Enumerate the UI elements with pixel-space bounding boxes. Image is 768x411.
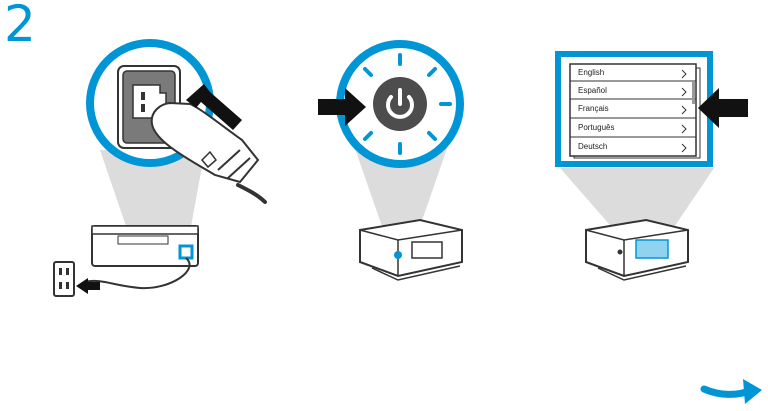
printer-front-view: [585, 218, 689, 281]
printer-back-view: [91, 225, 199, 267]
language-item[interactable]: Deutsch: [578, 142, 687, 153]
language-label: Español: [578, 86, 607, 95]
language-item-selected[interactable]: Français: [570, 104, 696, 119]
power-icon: [373, 77, 427, 131]
language-label: Português: [578, 123, 614, 132]
push-arrow-icon: [186, 84, 242, 130]
language-item[interactable]: English: [570, 68, 696, 82]
outlet-arrow-icon: [76, 278, 100, 294]
magnifier-cone: [352, 140, 450, 255]
language-label: Deutsch: [578, 142, 607, 151]
panel-power-on: [318, 40, 464, 281]
power-cord: [84, 257, 191, 290]
language-label: Français: [578, 104, 609, 113]
language-item[interactable]: Português: [570, 123, 696, 138]
magnifier-cone: [560, 168, 714, 248]
power-plug-icon: [150, 101, 267, 204]
panel-power-cord: [53, 39, 267, 297]
language-list-icon: English Español Français Português: [569, 63, 697, 157]
select-arrow-icon: [698, 88, 748, 128]
scrollbar[interactable]: [692, 82, 695, 104]
next-arrow-icon[interactable]: [700, 379, 762, 404]
language-label: English: [578, 68, 604, 77]
language-item[interactable]: Español: [570, 86, 696, 100]
step-number: 2: [4, 0, 36, 53]
glow-rays: [363, 53, 452, 155]
printer-front-view: [359, 218, 463, 281]
magnifier-cone: [100, 150, 205, 232]
wall-outlet-icon: [53, 261, 75, 297]
press-arrow-icon: [318, 88, 366, 126]
panel-language-select: English Español Français Português: [555, 51, 748, 281]
